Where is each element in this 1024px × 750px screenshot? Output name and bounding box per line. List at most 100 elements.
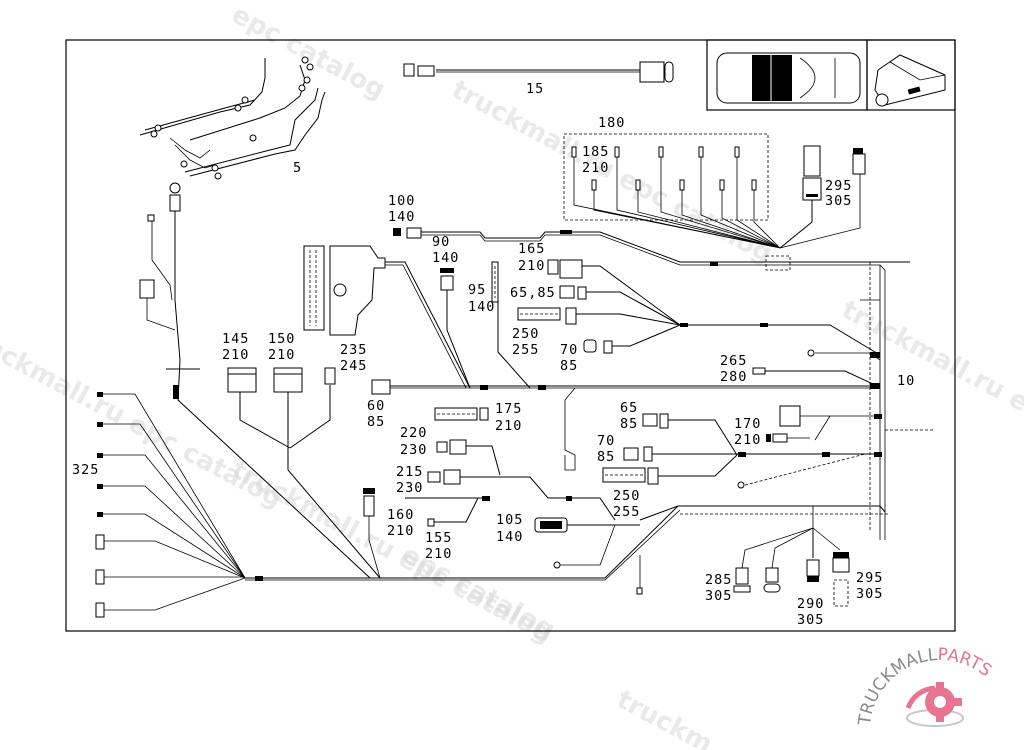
label-part-170: 170 [734,416,761,432]
label-part-85c: 85 [620,416,638,432]
label-part-295b: 295 [856,570,883,586]
label-part-5: 5 [293,160,302,176]
inset-views [706,39,956,111]
connector-165-210 [547,259,681,326]
label-part-70a: 70 [560,342,578,358]
label-part-210f: 210 [222,347,249,363]
watermark: epc catalog [397,540,560,646]
label-part-140d: 140 [496,529,523,545]
fuse-block-250-255-mid [602,454,738,485]
label-part-165: 165 [518,241,545,257]
label-part-280: 280 [720,369,747,385]
label-part-155: 155 [425,530,452,546]
label-part-85d: 85 [597,449,615,465]
label-part-290: 290 [797,596,824,612]
label-part-140a: 140 [388,209,415,225]
connector-175-210 [434,407,489,421]
label-part-210b: 210 [495,418,522,434]
watermark: truckmall.ru epc catalog [447,75,777,270]
lower-right-trunk [639,505,886,521]
label-part-325: 325 [72,462,99,478]
watermark: truckmall.ru e [837,295,1024,419]
label-part-230b: 230 [396,480,423,496]
label-part-175: 175 [495,401,522,417]
label-part-230a: 230 [400,442,427,458]
connector-group-180 [571,146,781,249]
label-part-160: 160 [387,507,414,523]
label-part-150: 150 [268,331,295,347]
fuse-block-250-255-top [517,307,681,326]
branch-65-85-mid [642,413,738,456]
label-part-210c: 210 [734,432,761,448]
label-part-210g: 210 [268,347,295,363]
relay-70-85-mid [623,446,882,489]
label-part-295: 295 [825,178,852,194]
label-part-285: 285 [705,572,732,588]
main-harness-bottom [245,505,681,595]
main-harness-middle [371,379,880,471]
label-part-250a: 250 [512,326,539,342]
label-part-210a: 210 [518,258,545,274]
label-part-255b: 255 [613,504,640,520]
cable-part-15 [403,61,674,83]
label-part-305: 305 [825,193,852,209]
group-180-box [563,133,769,221]
connector-295-305-top [779,145,866,249]
module-150-210 [273,367,381,579]
connector-95-140 [491,261,531,389]
logo-text-main: TRUCKMALL [855,645,939,727]
connector-65-85-top [559,285,681,326]
label-part-210: 210 [582,160,609,176]
label-part-180: 180 [598,115,625,131]
watermark: epc catalog [227,0,390,106]
gear-icon [905,682,964,727]
label-part-85b: 85 [367,414,385,430]
vehicle-perspective-icon [874,54,946,107]
connector-group-bottom-right [733,506,850,607]
label-part-140c: 140 [468,299,495,315]
label-part-70b: 70 [597,433,615,449]
label-part-100: 100 [388,193,415,209]
connector-fanout-325 [95,392,246,618]
label-part-235: 235 [340,342,367,358]
label-part-140b: 140 [432,250,459,266]
connector-170-210 [766,405,882,443]
label-part-185: 185 [582,144,609,160]
label-part-210d: 210 [387,523,414,539]
diagram-frame [65,39,956,632]
watermark: truckm [612,685,718,750]
ecu-unit-235-245 [303,245,471,389]
label-part-215: 215 [396,464,423,480]
logo-text: TRUCKMALLPARTS [855,645,995,727]
relay-70-85-top [583,323,881,356]
main-harness-top [393,227,910,540]
logo-text-accent: PARTS [937,645,995,681]
label-part-220: 220 [400,425,427,441]
label-part-95: 95 [468,282,486,298]
label-part-10: 10 [897,373,915,389]
label-part-245: 245 [340,358,367,374]
vehicle-top-view-icon [716,52,861,104]
label-part-210e: 210 [425,546,452,562]
left-vertical-harness [139,182,371,579]
harness-part-5 [139,56,326,180]
label-part-305c: 305 [856,586,883,602]
connector-220-230 [436,439,501,476]
label-part-60: 60 [367,398,385,414]
label-part-15: 15 [526,81,544,97]
truckmallparts-logo: TRUCKMALLPARTS [855,645,995,727]
label-part-85a: 85 [560,358,578,374]
label-part-265: 265 [720,353,747,369]
module-145-210 [227,367,291,449]
label-part-255a: 255 [512,342,539,358]
label-part-250b: 250 [613,488,640,504]
label-part-65-85: 65,85 [510,285,556,301]
connector-265-280 [752,349,881,389]
component-90-140 [440,268,471,389]
label-part-105: 105 [496,512,523,528]
switch-160-210 [363,488,490,579]
connector-215-230 [427,469,616,521]
label-part-145: 145 [222,331,249,347]
